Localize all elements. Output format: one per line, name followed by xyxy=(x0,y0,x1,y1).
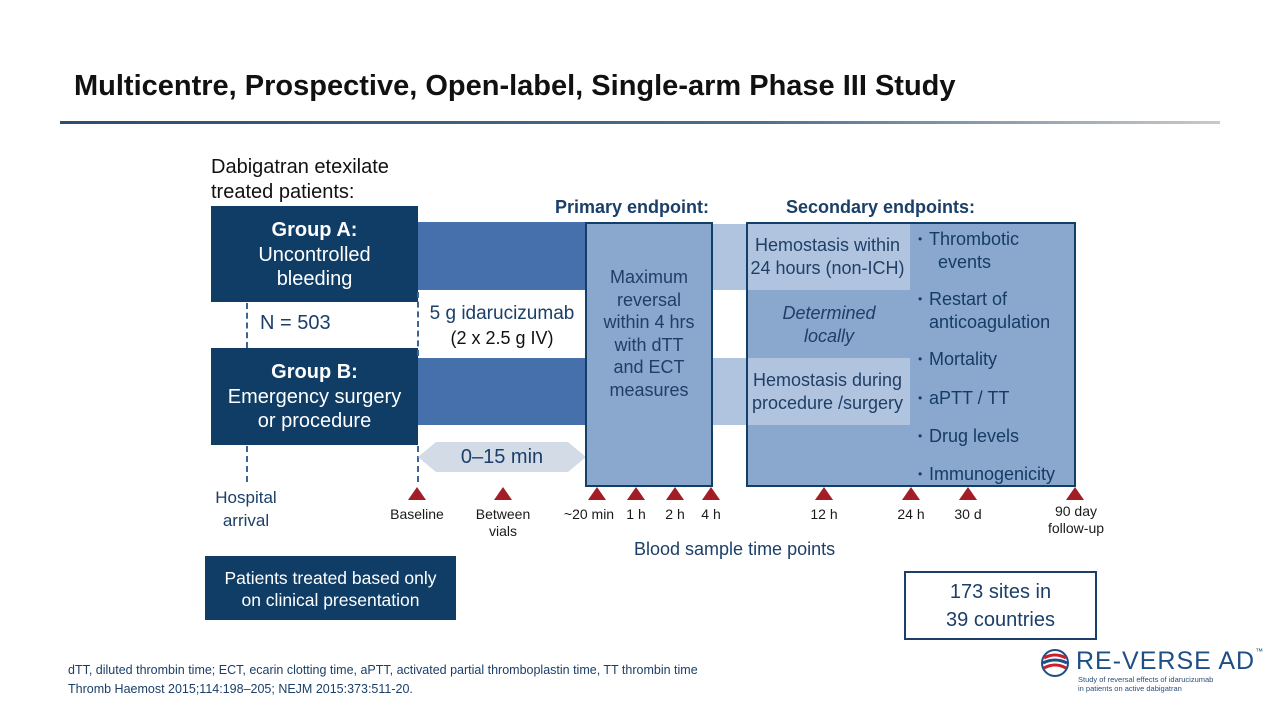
primary-endpoint-text: Maximum reversal within 4 hrs with dTT a… xyxy=(587,266,711,401)
primary-line-6: measures xyxy=(609,379,689,400)
primary-line-3: within 4 hrs xyxy=(603,312,695,332)
group-b-title: Group B: xyxy=(271,361,358,383)
interval-arrow xyxy=(418,442,586,472)
dose-line-1: 5 g idarucizumab xyxy=(429,303,575,324)
hemostasis-a-line-1: Hemostasis within xyxy=(754,235,901,255)
timepoint-marker-icon xyxy=(902,487,920,500)
primary-endpoint-box: Maximum reversal within 4 hrs with dTT a… xyxy=(585,222,713,487)
interval-label: 0–15 min xyxy=(460,446,544,468)
logo-tagline: Study of reversal effects of idarucizuma… xyxy=(1078,675,1214,693)
hospital-arrival-label: Hospital arrival xyxy=(215,488,277,530)
sites-box: 173 sites in 39 countries xyxy=(904,571,1097,640)
group-b-box: Group B: Emergency surgery or procedure xyxy=(211,348,418,445)
group-a-line-1: Uncontrolled xyxy=(258,243,371,266)
timepoint-label-90day: 90 day follow-up xyxy=(1047,503,1105,536)
timepoint-label-4h: 4 h xyxy=(701,506,721,522)
determined-line-1: Determined xyxy=(782,303,876,323)
primary-line-4: with dTT xyxy=(614,334,684,355)
baseline-line xyxy=(417,446,419,482)
timepoint-marker-icon xyxy=(815,487,833,500)
timepoint-marker-icon xyxy=(627,487,645,500)
determined-line-2: locally xyxy=(803,325,855,346)
timepoint-marker-icon xyxy=(588,487,606,500)
determined-locally: Determined locally xyxy=(748,302,910,347)
timepoint-marker-icon xyxy=(408,487,426,500)
group-a-box: Group A: Uncontrolled bleeding xyxy=(211,206,418,302)
secondary-bullet-list: • Thrombotic events • Restart of anticoa… xyxy=(918,228,1078,487)
intro-line-1: Dabigatran etexilate xyxy=(211,156,389,178)
bullet-item: • Restart of anticoagulation xyxy=(918,289,1051,332)
primary-line-1: Maximum xyxy=(609,267,688,287)
timepoint-marker-icon xyxy=(1066,487,1084,500)
bullet-item: • Mortality xyxy=(918,349,998,369)
title-divider xyxy=(60,121,1220,124)
dose-divider-line xyxy=(417,292,419,356)
group-connector-line xyxy=(246,303,248,348)
group-a-title: Group A: xyxy=(271,219,358,241)
timepoint-label-12h: 12 h xyxy=(810,506,838,522)
timepoint-marker-icon xyxy=(666,487,684,500)
primary-line-2: reversal xyxy=(616,289,682,310)
blood-sample-label: Blood sample time points xyxy=(634,539,836,559)
timepoint-marker-icon xyxy=(959,487,977,500)
timepoint-marker-icon xyxy=(494,487,512,500)
secondary-endpoints-header: Secondary endpoints: xyxy=(786,197,976,217)
bullet-item: • Drug levels xyxy=(918,426,1020,446)
hemostasis-within-24h: Hemostasis within 24 hours (non-ICH) xyxy=(740,234,915,279)
group-b-line-2: or procedure xyxy=(257,410,372,432)
primary-line-5: and ECT xyxy=(613,357,685,377)
hemostasis-during-procedure: Hemostasis during procedure /surgery xyxy=(740,369,915,414)
footnote-abbreviations: dTT, diluted thrombin time; ECT, ecarin … xyxy=(68,663,698,677)
slide-title: Multicentre, Prospective, Open-label, Si… xyxy=(74,70,956,102)
group-a-line-2: bleeding xyxy=(276,268,353,290)
primary-endpoint-header: Primary endpoint: xyxy=(555,197,710,217)
hemostasis-b-line-1: Hemostasis during xyxy=(752,370,903,390)
hemostasis-a-panel xyxy=(748,224,910,290)
bullet-item: • Immunogenicity xyxy=(918,464,1056,484)
intro-line-2: treated patients: xyxy=(211,181,355,203)
hemostasis-a-line-2: 24 hours (non-ICH) xyxy=(750,257,905,278)
timepoint-marker-icon xyxy=(702,487,720,500)
dose-text: 5 g idarucizumab (2 x 2.5 g IV) xyxy=(414,302,590,350)
group-a-band xyxy=(417,222,587,290)
group-b-band xyxy=(417,358,587,425)
timepoint-label-2h: 2 h xyxy=(665,506,685,522)
timepoint-label-24h: 24 h xyxy=(897,506,925,522)
timepoint-label-1h: 1 h xyxy=(626,506,646,522)
hemostasis-b-line-2: procedure /surgery xyxy=(751,392,904,413)
intro-text: Dabigatran etexilate treated patients: xyxy=(211,155,389,205)
group-b-line-1: Emergency surgery xyxy=(227,385,402,408)
patients-treated-box: Patients treated based only on clinical … xyxy=(205,556,456,620)
timepoint-label-30d: 30 d xyxy=(954,506,982,522)
sample-size-label: N = 503 xyxy=(260,312,331,334)
dose-line-2: (2 x 2.5 g IV) xyxy=(450,328,554,348)
bullet-item: • aPTT / TT xyxy=(918,388,1010,408)
reverse-ad-logo-icon xyxy=(1041,649,1069,677)
hemostasis-b-panel xyxy=(748,358,910,425)
bullet-item: • Thrombotic events xyxy=(918,229,1020,272)
logo-wordmark: RE-VERSE AD™ xyxy=(1076,647,1265,675)
footnote-references: Thromb Haemost 2015;114:198–205; NEJM 20… xyxy=(68,682,413,696)
timepoint-label-between-vials: Between vials xyxy=(475,506,531,539)
hospital-arrival-line xyxy=(246,446,248,482)
timepoint-label-20min: ~20 min xyxy=(563,506,615,522)
timepoint-label-baseline: Baseline xyxy=(390,506,444,522)
